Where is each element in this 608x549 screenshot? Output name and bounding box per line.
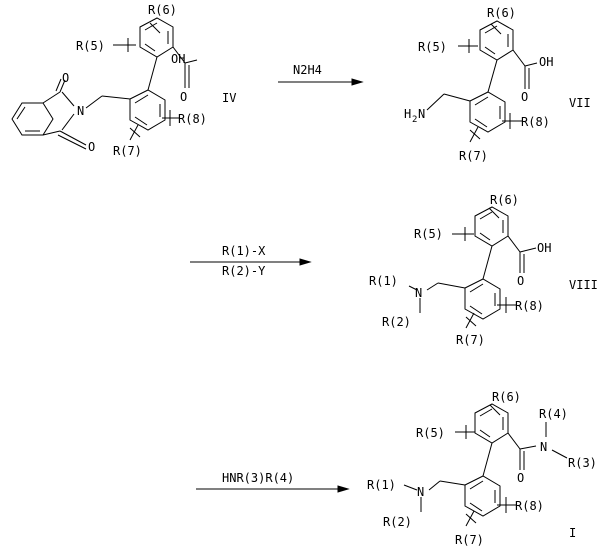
reagent-step2-top: R(1)-X <box>222 244 266 258</box>
compound-i: R(5) R(6) R(4) N R(3) O R(8) R(7) R(1) N… <box>367 390 597 547</box>
iv-r7-label: R(7) <box>113 144 142 158</box>
compound-label-iv: IV <box>222 91 236 105</box>
viii-n-label: N <box>415 286 422 300</box>
i-r6-label: R(6) <box>492 390 521 404</box>
iv-r6-label: R(6) <box>148 3 177 17</box>
reagent-step2-bottom: R(2)-Y <box>222 264 266 278</box>
vii-nh2-h: H <box>404 107 411 121</box>
iv-phthal-ring <box>12 103 53 135</box>
iv-oh-label: OH <box>171 52 185 66</box>
viii-r5-label: R(5) <box>414 227 443 241</box>
iv-r8-label: R(8) <box>178 112 207 126</box>
vii-nh2-sub: 2 <box>412 115 417 125</box>
compound-viii: R(5) R(6) OH O R(8) R(7) R(1) N R(2) VII… <box>369 193 598 347</box>
i-r8-label: R(8) <box>515 499 544 513</box>
viii-r7-label: R(7) <box>456 333 485 347</box>
arrow-step3: HNR(3)R(4) <box>196 471 348 492</box>
compound-label-i: I <box>569 526 576 540</box>
viii-r6-label: R(6) <box>490 193 519 207</box>
i-r7-label: R(7) <box>455 533 484 547</box>
iv-r5-label: R(5) <box>76 39 105 53</box>
i-r2-label: R(2) <box>383 515 412 529</box>
vii-r7-label: R(7) <box>459 149 488 163</box>
viii-r8-label: R(8) <box>515 299 544 313</box>
arrow-step1: N2H4 <box>278 63 362 85</box>
compound-label-viii: VIII <box>569 278 598 292</box>
compound-iv: R(5) R(6) OH O R(8) R(7) N O O IV <box>12 3 236 158</box>
vii-oh-label: OH <box>539 55 553 69</box>
i-r4-label: R(4) <box>539 407 568 421</box>
i-r5-label: R(5) <box>416 426 445 440</box>
iv-n-label: N <box>77 104 84 118</box>
iv-o-label: O <box>180 90 187 104</box>
viii-o-label: O <box>517 274 524 288</box>
i-r1-label: R(1) <box>367 478 396 492</box>
iv-o-top-label: O <box>62 71 69 85</box>
reagent-step1: N2H4 <box>293 63 322 77</box>
vii-nh2-n: N <box>418 107 425 121</box>
i-amine-n-label: N <box>417 485 424 499</box>
viii-r2-label: R(2) <box>382 315 411 329</box>
i-amide-n-label: N <box>540 440 547 454</box>
compound-label-vii: VII <box>569 96 591 110</box>
vii-r8-label: R(8) <box>521 115 550 129</box>
vii-o-label: O <box>521 90 528 104</box>
viii-r1-label: R(1) <box>369 274 398 288</box>
iv-o-bottom-label: O <box>88 140 95 154</box>
viii-oh-label: OH <box>537 241 551 255</box>
arrow-step2: R(1)-X R(2)-Y <box>190 244 310 278</box>
i-r3-label: R(3) <box>568 456 597 470</box>
reagent-step3: HNR(3)R(4) <box>222 471 294 485</box>
i-o-label: O <box>517 471 524 485</box>
compound-vii: R(5) R(6) OH O R(8) R(7) H 2 N VII <box>404 6 591 163</box>
vii-r5-label: R(5) <box>418 40 447 54</box>
vii-r6-label: R(6) <box>487 6 516 20</box>
